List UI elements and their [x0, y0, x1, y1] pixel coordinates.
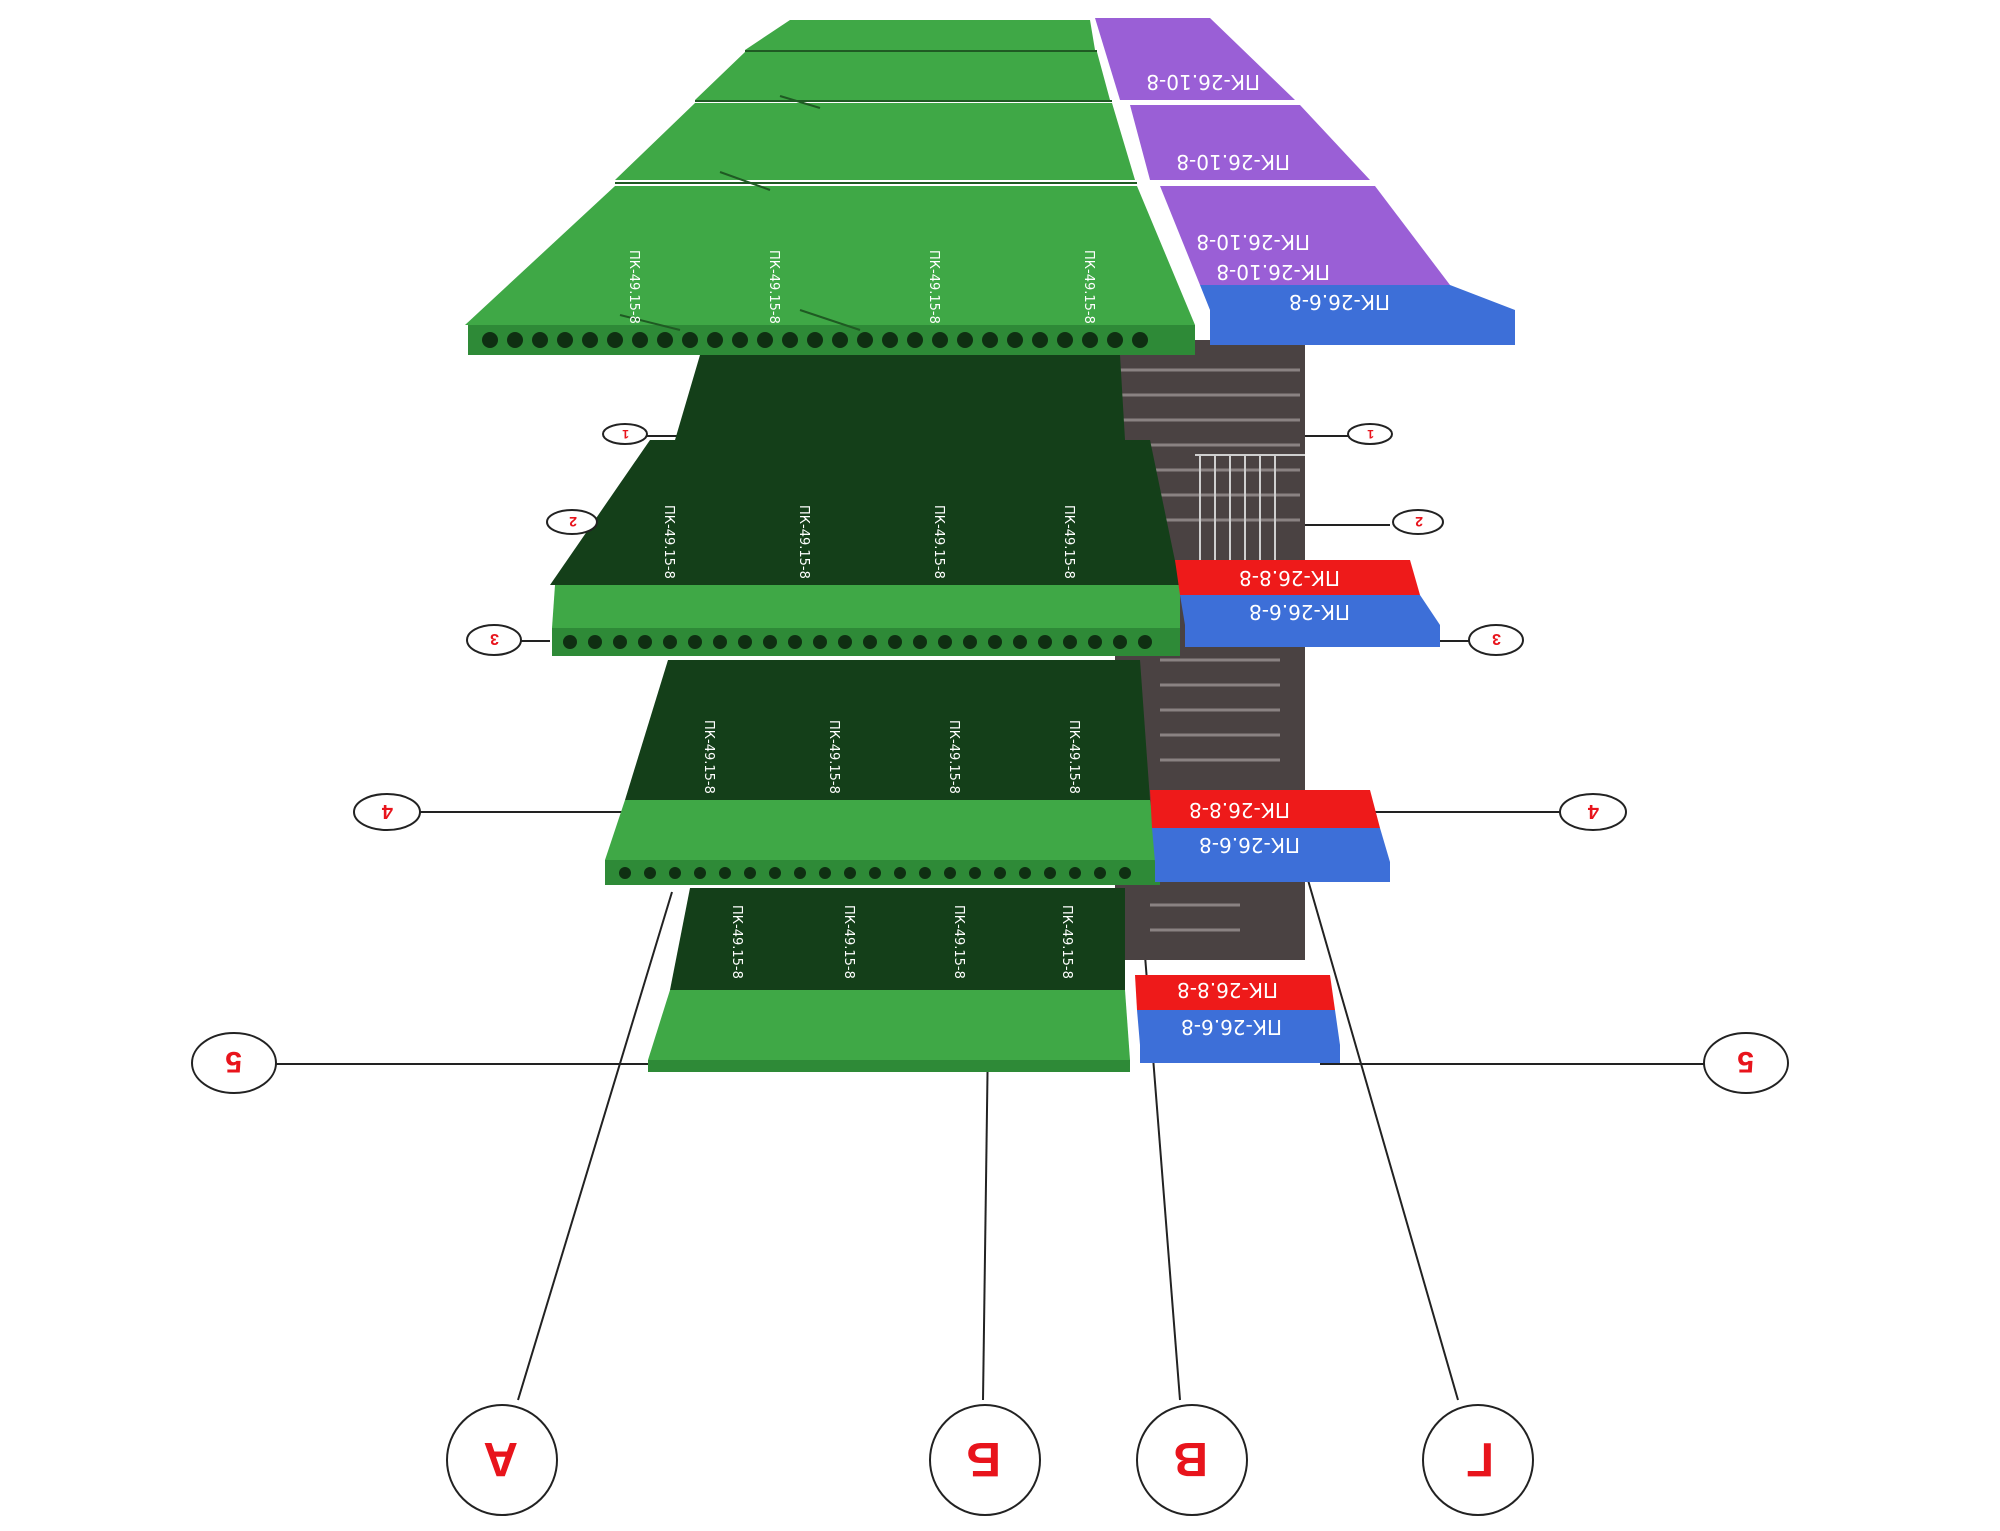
stair-panel-level-3: ПК-26.8-8 ПК-26.6-8	[1175, 560, 1440, 647]
level-label-2: 2	[569, 514, 577, 530]
slab-label: ПК-49.15-8	[701, 720, 716, 794]
slab-label: ПК-49.15-8	[826, 720, 841, 794]
level-label-5: 5	[1737, 1045, 1754, 1078]
level-bubble-2-right	[1392, 509, 1444, 535]
level-bubble-2-left	[546, 509, 598, 535]
panel-label: ПК-26.6-8	[1199, 833, 1300, 857]
slab-label: ПК-49.15-8	[931, 505, 946, 579]
panel-label: ПК-26.10-8	[1146, 70, 1260, 94]
level-bubbles	[191, 423, 1789, 1094]
panel-label: ПК-26.6-8	[1249, 600, 1350, 624]
axis-bubble-b	[929, 1404, 1041, 1516]
slab-label: ПК-49.15-8	[661, 505, 676, 579]
panel-label: ПК-26.6-8	[1181, 1015, 1282, 1039]
level-label-3: 3	[490, 630, 499, 647]
level-label-3: 3	[1492, 630, 1501, 647]
level-label-4: 4	[1587, 800, 1599, 822]
level-label-5: 5	[225, 1045, 242, 1078]
level-label-2: 2	[1415, 514, 1423, 530]
panel-label: ПК-26.6-8	[1289, 290, 1390, 314]
panel-label: ПК-26.8-8	[1189, 798, 1290, 822]
stair-panel-level-5: ПК-26.8-8 ПК-26.6-8	[1135, 975, 1340, 1063]
slab-label: ПК-49.15-8	[951, 905, 966, 979]
axis-bubbles	[446, 1404, 1534, 1516]
level-bubble-1-right	[1347, 423, 1393, 445]
slab-label: ПК-49.15-8	[946, 720, 961, 794]
slab-label: ПК-49.15-8	[1059, 905, 1074, 979]
axis-bubble-v	[1136, 1404, 1248, 1516]
axis-label-a: А	[483, 1432, 518, 1485]
panel-label: ПК-26.8-8	[1239, 566, 1340, 590]
panel-label: ПК-26.10-8	[1216, 260, 1330, 284]
stair-panel-level-4: ПК-26.8-8 ПК-26.6-8	[1150, 790, 1390, 882]
slab-label: ПК-49.15-8	[626, 250, 641, 324]
level-bubble-1-left	[602, 423, 648, 445]
floor-top: ПК-49.15-8 ПК-49.15-8 ПК-49.15-8 ПК-49.1…	[465, 20, 1195, 355]
axis-label-g: Г	[1467, 1432, 1494, 1485]
floor-level-3: ПК-49.15-8 ПК-49.15-8 ПК-49.15-8 ПК-49.1…	[550, 355, 1180, 656]
slab-label: ПК-49.15-8	[1061, 505, 1076, 579]
slab-label: ПК-49.15-8	[766, 250, 781, 324]
level-label-1: 1	[1367, 427, 1374, 441]
axis-label-v: В	[1173, 1432, 1208, 1485]
slab-label: ПК-49.15-8	[1066, 720, 1081, 794]
stair-slabs-top: ПК-26.6-8 ПК-26.10-8 ПК-26.10-8 ПК-26.10…	[1095, 18, 1515, 345]
floor-level-5: ПК-49.15-8 ПК-49.15-8 ПК-49.15-8 ПК-49.1…	[648, 888, 1130, 1072]
slab-label: ПК-49.15-8	[1081, 250, 1096, 324]
level-bubble-3-left	[466, 624, 522, 656]
slab-label: ПК-49.15-8	[926, 250, 941, 324]
panel-label: ПК-26.10-8	[1196, 230, 1310, 254]
axis-label-b: Б	[967, 1432, 1002, 1485]
level-label-1: 1	[622, 427, 629, 441]
slab-label: ПК-49.15-8	[729, 905, 744, 979]
level-bubble-4-right	[1559, 793, 1627, 831]
level-bubble-5-right	[1703, 1032, 1789, 1094]
level-bubble-4-left	[353, 793, 421, 831]
panel-label: ПК-26.8-8	[1177, 978, 1278, 1002]
axis-bubble-g	[1422, 1404, 1534, 1516]
floor-level-4: ПК-49.15-8 ПК-49.15-8 ПК-49.15-8 ПК-49.1…	[605, 660, 1160, 885]
level-label-4: 4	[381, 800, 393, 822]
axis-bubble-a	[446, 1404, 558, 1516]
level-bubble-3-right	[1468, 624, 1524, 656]
panel-label: ПК-26.10-8	[1176, 150, 1290, 174]
slab-label: ПК-49.15-8	[841, 905, 856, 979]
slab-label: ПК-49.15-8	[796, 505, 811, 579]
level-bubble-5-left	[191, 1032, 277, 1094]
